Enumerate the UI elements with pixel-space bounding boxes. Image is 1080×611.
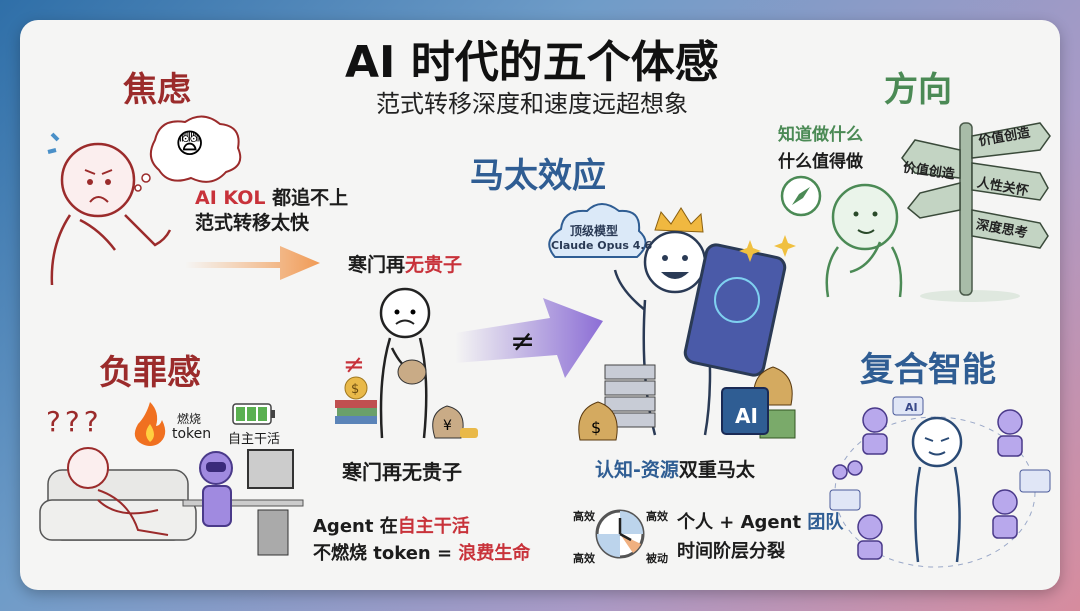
team-line1: 个人 + Agent 团队 [677, 512, 844, 533]
chat-bubble-icon-2 [1019, 469, 1051, 493]
ai-figure-illustration: $ [578, 207, 796, 441]
compass-icon [780, 175, 822, 217]
battery-icon [232, 403, 275, 425]
chip-label: AI [735, 404, 758, 428]
ai-chip-icon [721, 387, 769, 435]
guilt-line1: Agent 在自主干活 [313, 516, 470, 537]
people-group-icon [832, 464, 848, 480]
dual-matthew-label: 认知-资源双重马太 [595, 459, 755, 481]
poor-person-illustration: $ ¥ [335, 287, 478, 439]
speed-arrow-icon [185, 246, 320, 280]
direction-heading: 方向 [884, 70, 952, 110]
clock-label-tl: 高效 [573, 510, 595, 523]
clock-label-bl: 高效 [573, 552, 595, 565]
page-subtitle: 范式转移深度和速度远超想象 [376, 90, 688, 118]
sofa-and-robot-illustration [39, 447, 304, 556]
burn-label1: 燃烧 [177, 412, 202, 426]
sign-deep-thinking [971, 209, 1049, 249]
anxiety-line2: 范式转移太快 [195, 212, 310, 234]
ai-chat-bubble-icon [892, 396, 924, 416]
clock-label-br: 被动 [646, 552, 668, 565]
anxiety-line1: AI KOL 都追不上 [195, 187, 349, 209]
cloud-line1: 顶级模型 [570, 224, 619, 238]
robot-agent-3 [857, 514, 883, 540]
not-equal-sign: ≠ [343, 350, 365, 380]
anxious-head [60, 142, 136, 218]
matthew-heading: 马太效应 [470, 156, 606, 196]
server-stack-icon [604, 364, 656, 428]
fire-icon [134, 402, 166, 446]
anxious-person-illustration: 😨 [47, 115, 242, 286]
question-marks: ??? [46, 405, 103, 438]
cloud-line2: Claude Opus 4.6 [551, 239, 653, 252]
crown-icon [654, 207, 704, 233]
brain-icon [714, 277, 760, 323]
page-title: AI 时代的五个体感 [345, 37, 719, 88]
anxiety-heading: 焦虑 [123, 70, 191, 110]
svg-text:$: $ [591, 418, 601, 437]
svg-text:$: $ [351, 382, 359, 397]
infographic-card [20, 20, 1060, 590]
signpost-illustration [901, 122, 1051, 302]
robot-agent-2 [997, 409, 1023, 435]
desk-icon [182, 499, 304, 507]
dollar-bag-icon [578, 401, 618, 441]
arrow-not-equal: ≠ [510, 324, 536, 359]
robot-agent-4 [992, 489, 1018, 515]
chat-bubble-icon [829, 489, 861, 511]
ai-bubble-label: AI [905, 401, 918, 414]
sign-humanity [971, 162, 1049, 201]
battery-label: 自主干活 [228, 432, 281, 447]
direction-line1: 知道做什么 [778, 125, 863, 145]
bottom-label: 寒门再无贵子 [342, 460, 462, 484]
guilt-line2: 不燃烧 token = 浪费生命 [313, 543, 531, 564]
clock-label-tr: 高效 [646, 510, 668, 523]
svg-text:¥: ¥ [443, 418, 452, 434]
clock-icon [595, 509, 645, 559]
sign-blank [906, 182, 961, 219]
agent-team-illustration: AI [829, 396, 1051, 568]
compound-heading: 复合智能 [860, 350, 996, 390]
thinking-person-illustration [825, 183, 903, 298]
not-equal-arrow-icon [455, 298, 603, 378]
top-label: 寒门再无贵子 [348, 254, 463, 276]
sign-value-creation-1 [971, 122, 1051, 159]
coin-icon [344, 376, 368, 400]
direction-line2: 什么值得做 [778, 152, 863, 172]
guilt-heading: 负罪感 [99, 353, 201, 393]
burn-label2: token [172, 426, 212, 442]
fearful-emoji: 😨 [175, 127, 204, 160]
money-bag-icon [397, 359, 427, 385]
monitor-icon [247, 449, 294, 489]
team-line2: 时间阶层分裂 [677, 541, 785, 562]
robot-agent-1 [862, 407, 888, 433]
sign-value-creation-2 [901, 139, 961, 179]
thought-cloud [149, 115, 242, 183]
model-cloud [548, 203, 647, 258]
